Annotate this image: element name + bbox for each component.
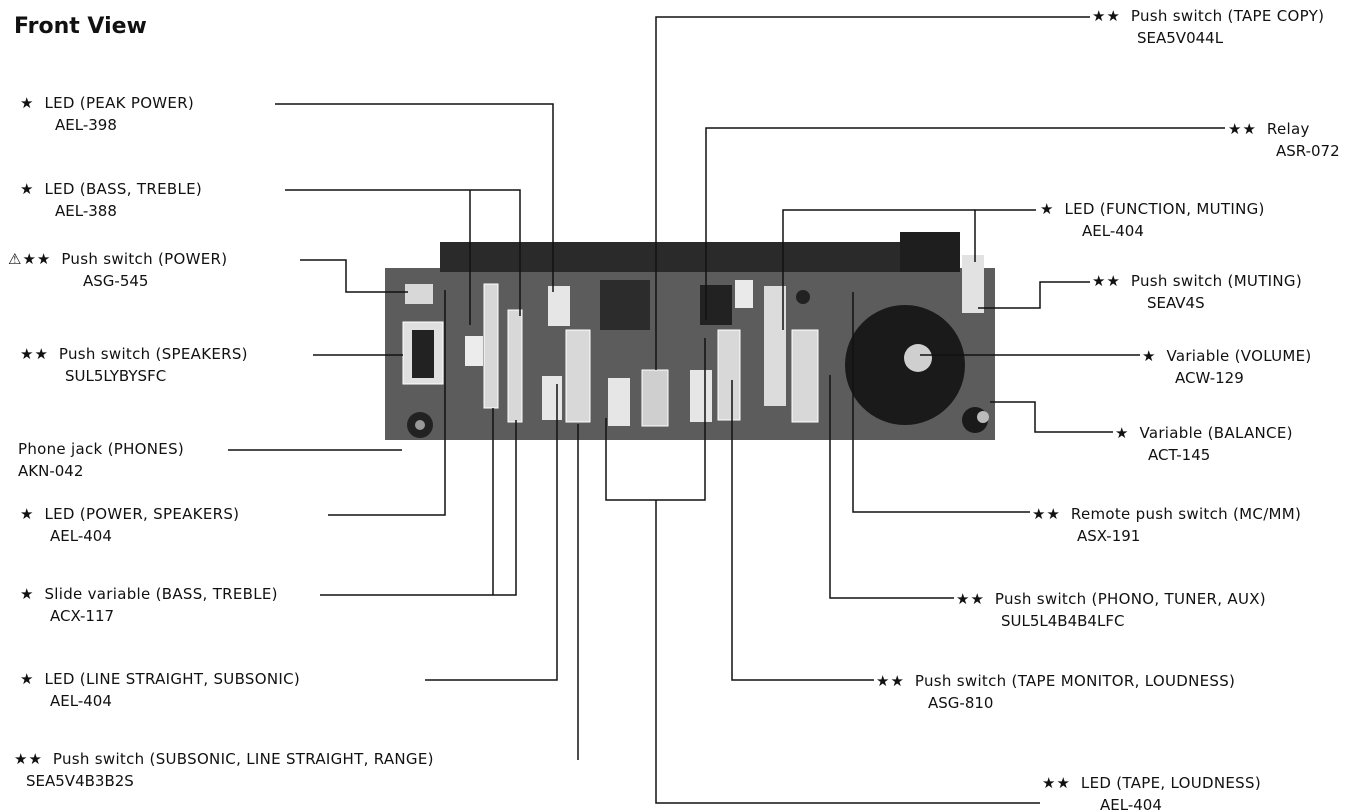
- label-relay: ★★Relay ASR-072: [1228, 120, 1340, 160]
- label-volume: ★Variable (VOLUME) ACW-129: [1142, 347, 1312, 387]
- leader-tape-copy: [655, 16, 1090, 370]
- label-speakers-switch: ★★Push switch (SPEAKERS) SUL5LYBYSFC: [20, 345, 248, 385]
- leader-peak-power: [275, 103, 554, 292]
- leader-phono-tuner-aux: [829, 375, 954, 599]
- label-power-switch: ⚠★★Push switch (POWER) ASG-545: [8, 250, 228, 290]
- label-bass-treble-led: ★LED (BASS, TREBLE) AEL-388: [20, 180, 203, 220]
- leader-function-muting-led: [974, 209, 1036, 262]
- part-number-tape-loudness: AEL-404: [1100, 796, 1162, 811]
- label-tape-loudness-led: ★★LED (TAPE, LOUDNESS) AEL-404: [1042, 772, 1261, 811]
- leader-slide-variable: [320, 420, 517, 596]
- label-balance: ★Variable (BALANCE) ACT-145: [1115, 424, 1293, 464]
- label-phone-jack: Phone jack (PHONES) AKN-042: [18, 440, 185, 480]
- leader-line-straight-led: [425, 384, 558, 681]
- leader-relay: [705, 127, 1225, 320]
- leader-mc-mm: [852, 292, 1030, 513]
- label-peak-power-led: ★LED (PEAK POWER) AEL-398: [20, 94, 195, 134]
- label-slide-variable: ★Slide variable (BASS, TREBLE) ACX-117: [20, 585, 278, 625]
- page-title: Front View: [14, 14, 147, 39]
- leader-balance: [990, 401, 1113, 433]
- leader-tape-loudness-led: [655, 500, 1040, 804]
- label-line-straight-led: ★LED (LINE STRAIGHT, SUBSONIC) AEL-404: [20, 670, 301, 710]
- label-phono-tuner-aux-switch: ★★Push switch (PHONO, TUNER, AUX) SUL5L4…: [956, 590, 1266, 630]
- label-tape-monitor-switch: ★★Push switch (TAPE MONITOR, LOUDNESS) A…: [876, 672, 1236, 712]
- front-panel-photo: [385, 232, 995, 440]
- label-tape-copy-switch: ★★Push switch (TAPE COPY) SEA5V044L: [1092, 7, 1325, 47]
- label-subsonic-switch: ★★Push switch (SUBSONIC, LINE STRAIGHT, …: [14, 750, 434, 790]
- label-muting-switch: ★★Push switch (MUTING) SEAV4S: [1092, 272, 1302, 312]
- panel-top-edge: [440, 242, 960, 272]
- leader-power-speakers-led: [328, 290, 446, 516]
- leader-power-switch: [300, 259, 408, 293]
- power-switch: [405, 284, 433, 304]
- volume-knob: [845, 305, 965, 425]
- label-power-speakers-led: ★LED (POWER, SPEAKERS) AEL-404: [20, 505, 240, 545]
- label-function-muting-led: ★LED (FUNCTION, MUTING) AEL-404: [1040, 200, 1265, 240]
- leader-tape-monitor: [731, 380, 874, 681]
- leader-muting-switch: [978, 281, 1090, 309]
- leader-lines: [228, 16, 1225, 804]
- leader-bass-treble-led-a: [285, 189, 521, 316]
- label-mc-mm-switch: ★★Remote push switch (MC/MM) ASX-191: [1032, 505, 1302, 545]
